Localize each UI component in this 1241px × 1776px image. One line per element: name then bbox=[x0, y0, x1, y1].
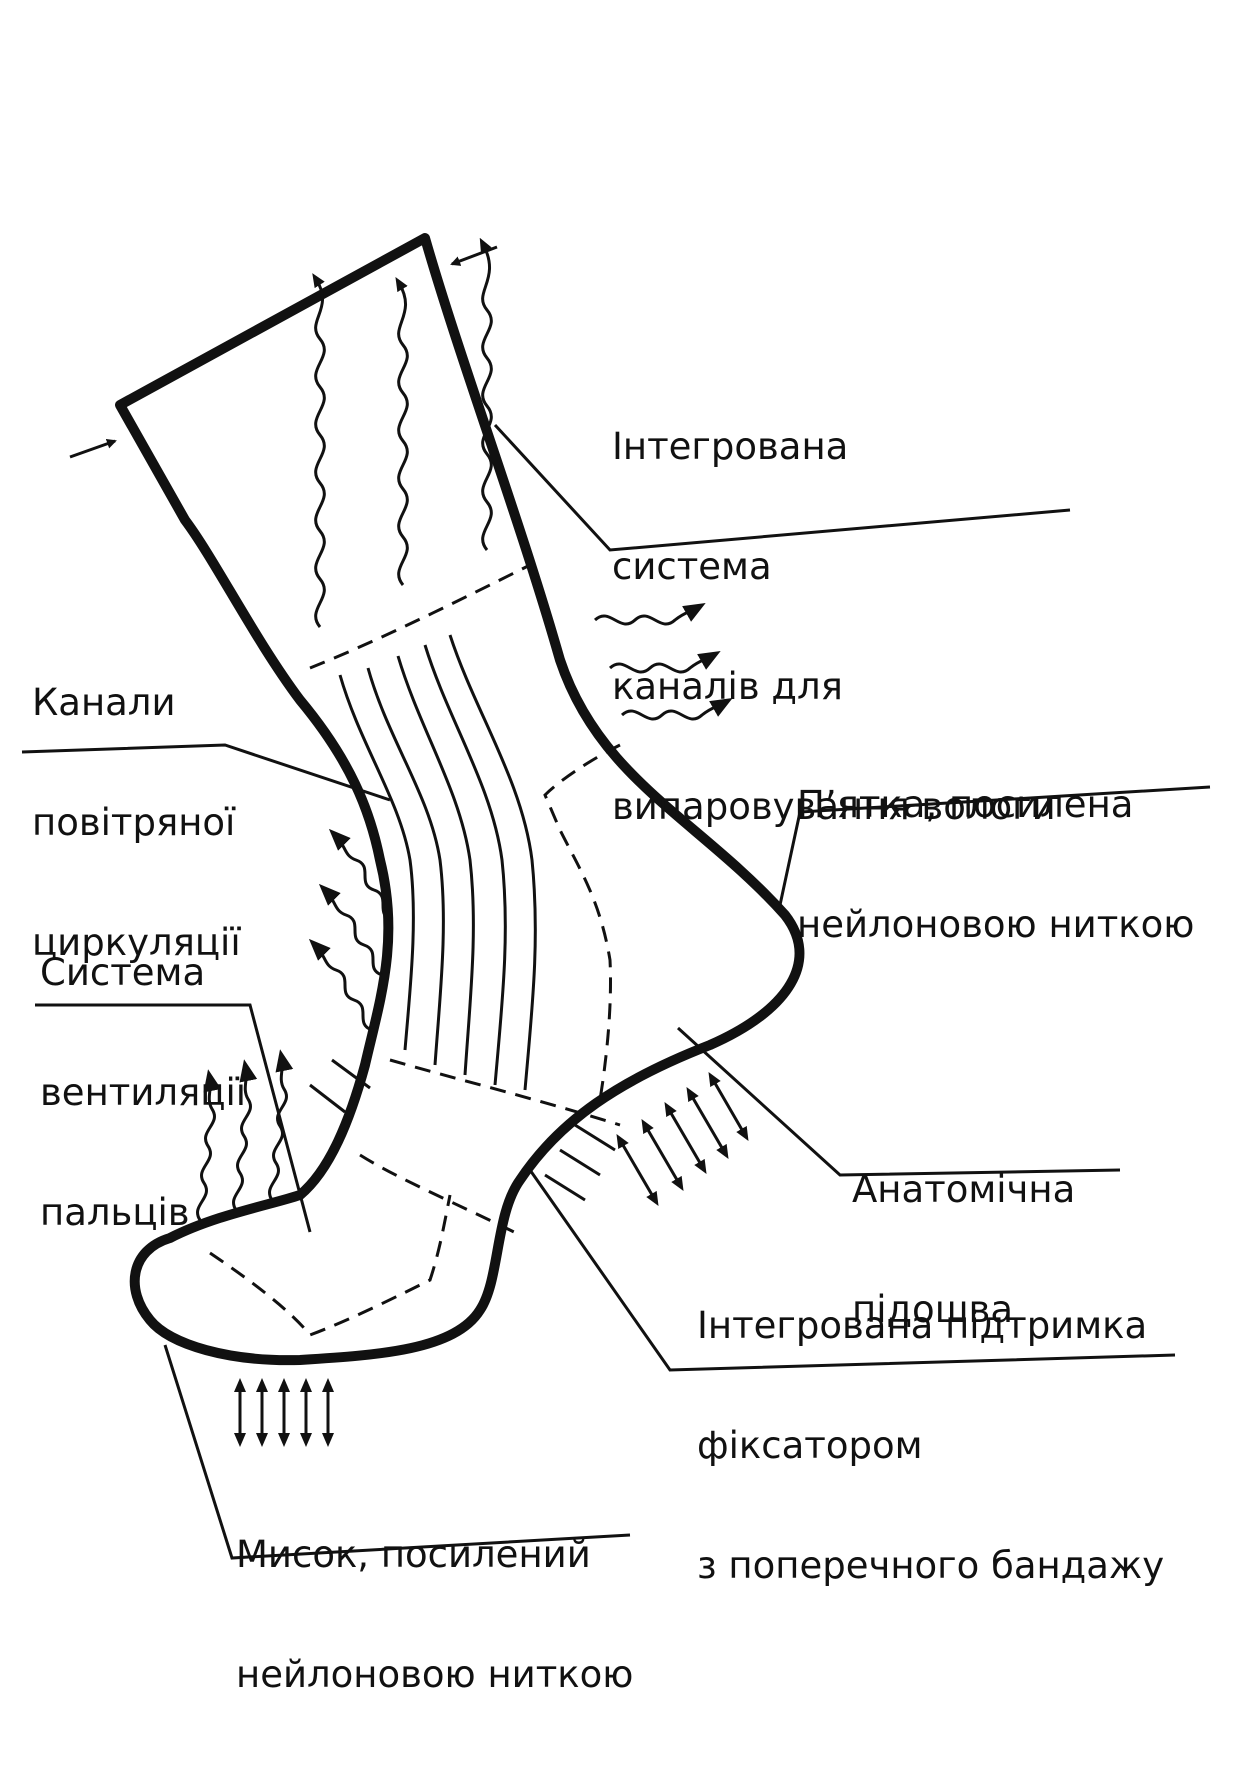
label-moisture-line-3: каналів для bbox=[612, 665, 843, 708]
label-air-line-2: повітряної bbox=[32, 801, 236, 844]
label-heel-line-2: нейлоновою ниткою bbox=[797, 903, 1195, 946]
label-sole-line-2: підошва bbox=[852, 1288, 1014, 1331]
label-moisture-line-2: система bbox=[612, 545, 772, 588]
label-heel-line-1: П’ятка, посилена bbox=[797, 783, 1134, 826]
label-moisture-line-1: Інтегрована bbox=[612, 425, 849, 468]
sole-arrows bbox=[616, 1071, 749, 1207]
leader-toe-cap bbox=[163, 1344, 631, 1560]
toe-cap-arrows bbox=[234, 1378, 334, 1447]
label-sole-line-1: Анатомічна bbox=[852, 1168, 1076, 1211]
leader-toes bbox=[35, 1003, 312, 1233]
vent-wavy-arrows-front bbox=[308, 828, 393, 1032]
sock-outline bbox=[115, 233, 805, 1366]
label-heel: П’ятка, посилена нейлоновою ниткою bbox=[797, 705, 1194, 1025]
label-support: Інтегрована підтримка фіксатором з попер… bbox=[697, 1226, 1164, 1666]
label-toe-cap-line-2: нейлоновою ниткою bbox=[236, 1653, 634, 1696]
label-toes-line-2: вентиляції bbox=[40, 1071, 247, 1114]
leader-air bbox=[21, 743, 391, 802]
leader-heel bbox=[778, 785, 1211, 906]
label-air-line-3: циркуляції bbox=[32, 921, 241, 964]
leader-sole bbox=[676, 1026, 1121, 1177]
label-toes: Система вентиляції пальців bbox=[40, 873, 246, 1313]
label-toe-cap: Мисок, посилений нейлоновою ниткою bbox=[236, 1455, 633, 1775]
leader-support bbox=[528, 1169, 1176, 1372]
dashed-zones bbox=[209, 563, 621, 1337]
vent-wavy-arrows-right bbox=[593, 603, 733, 721]
cuff-arrow-left bbox=[69, 438, 117, 459]
label-support-line-3: з поперечного бандажу bbox=[697, 1544, 1165, 1587]
leader-moisture bbox=[493, 423, 1071, 552]
label-toes-line-1: Система bbox=[40, 951, 206, 994]
tick-marks bbox=[309, 1058, 616, 1202]
label-moisture: Інтегрована система каналів для випарову… bbox=[612, 347, 1056, 907]
label-sole: Анатомічна підошва bbox=[852, 1090, 1075, 1410]
label-toes-line-3: пальців bbox=[40, 1191, 190, 1234]
label-support-line-2: фіксатором bbox=[697, 1424, 923, 1467]
label-air-line-1: Канали bbox=[32, 681, 176, 724]
moisture-wavy-arrows bbox=[312, 237, 493, 628]
label-support-line-1: Інтегрована підтримка bbox=[697, 1304, 1148, 1347]
label-toe-cap-line-1: Мисок, посилений bbox=[236, 1533, 591, 1576]
leader-lines bbox=[21, 423, 1211, 1560]
air-channels bbox=[338, 634, 537, 1091]
toe-wavy-arrows bbox=[196, 1049, 294, 1221]
label-moisture-line-4: випаровування вологи bbox=[612, 785, 1056, 828]
label-air: Канали повітряної циркуляції bbox=[32, 603, 241, 1043]
